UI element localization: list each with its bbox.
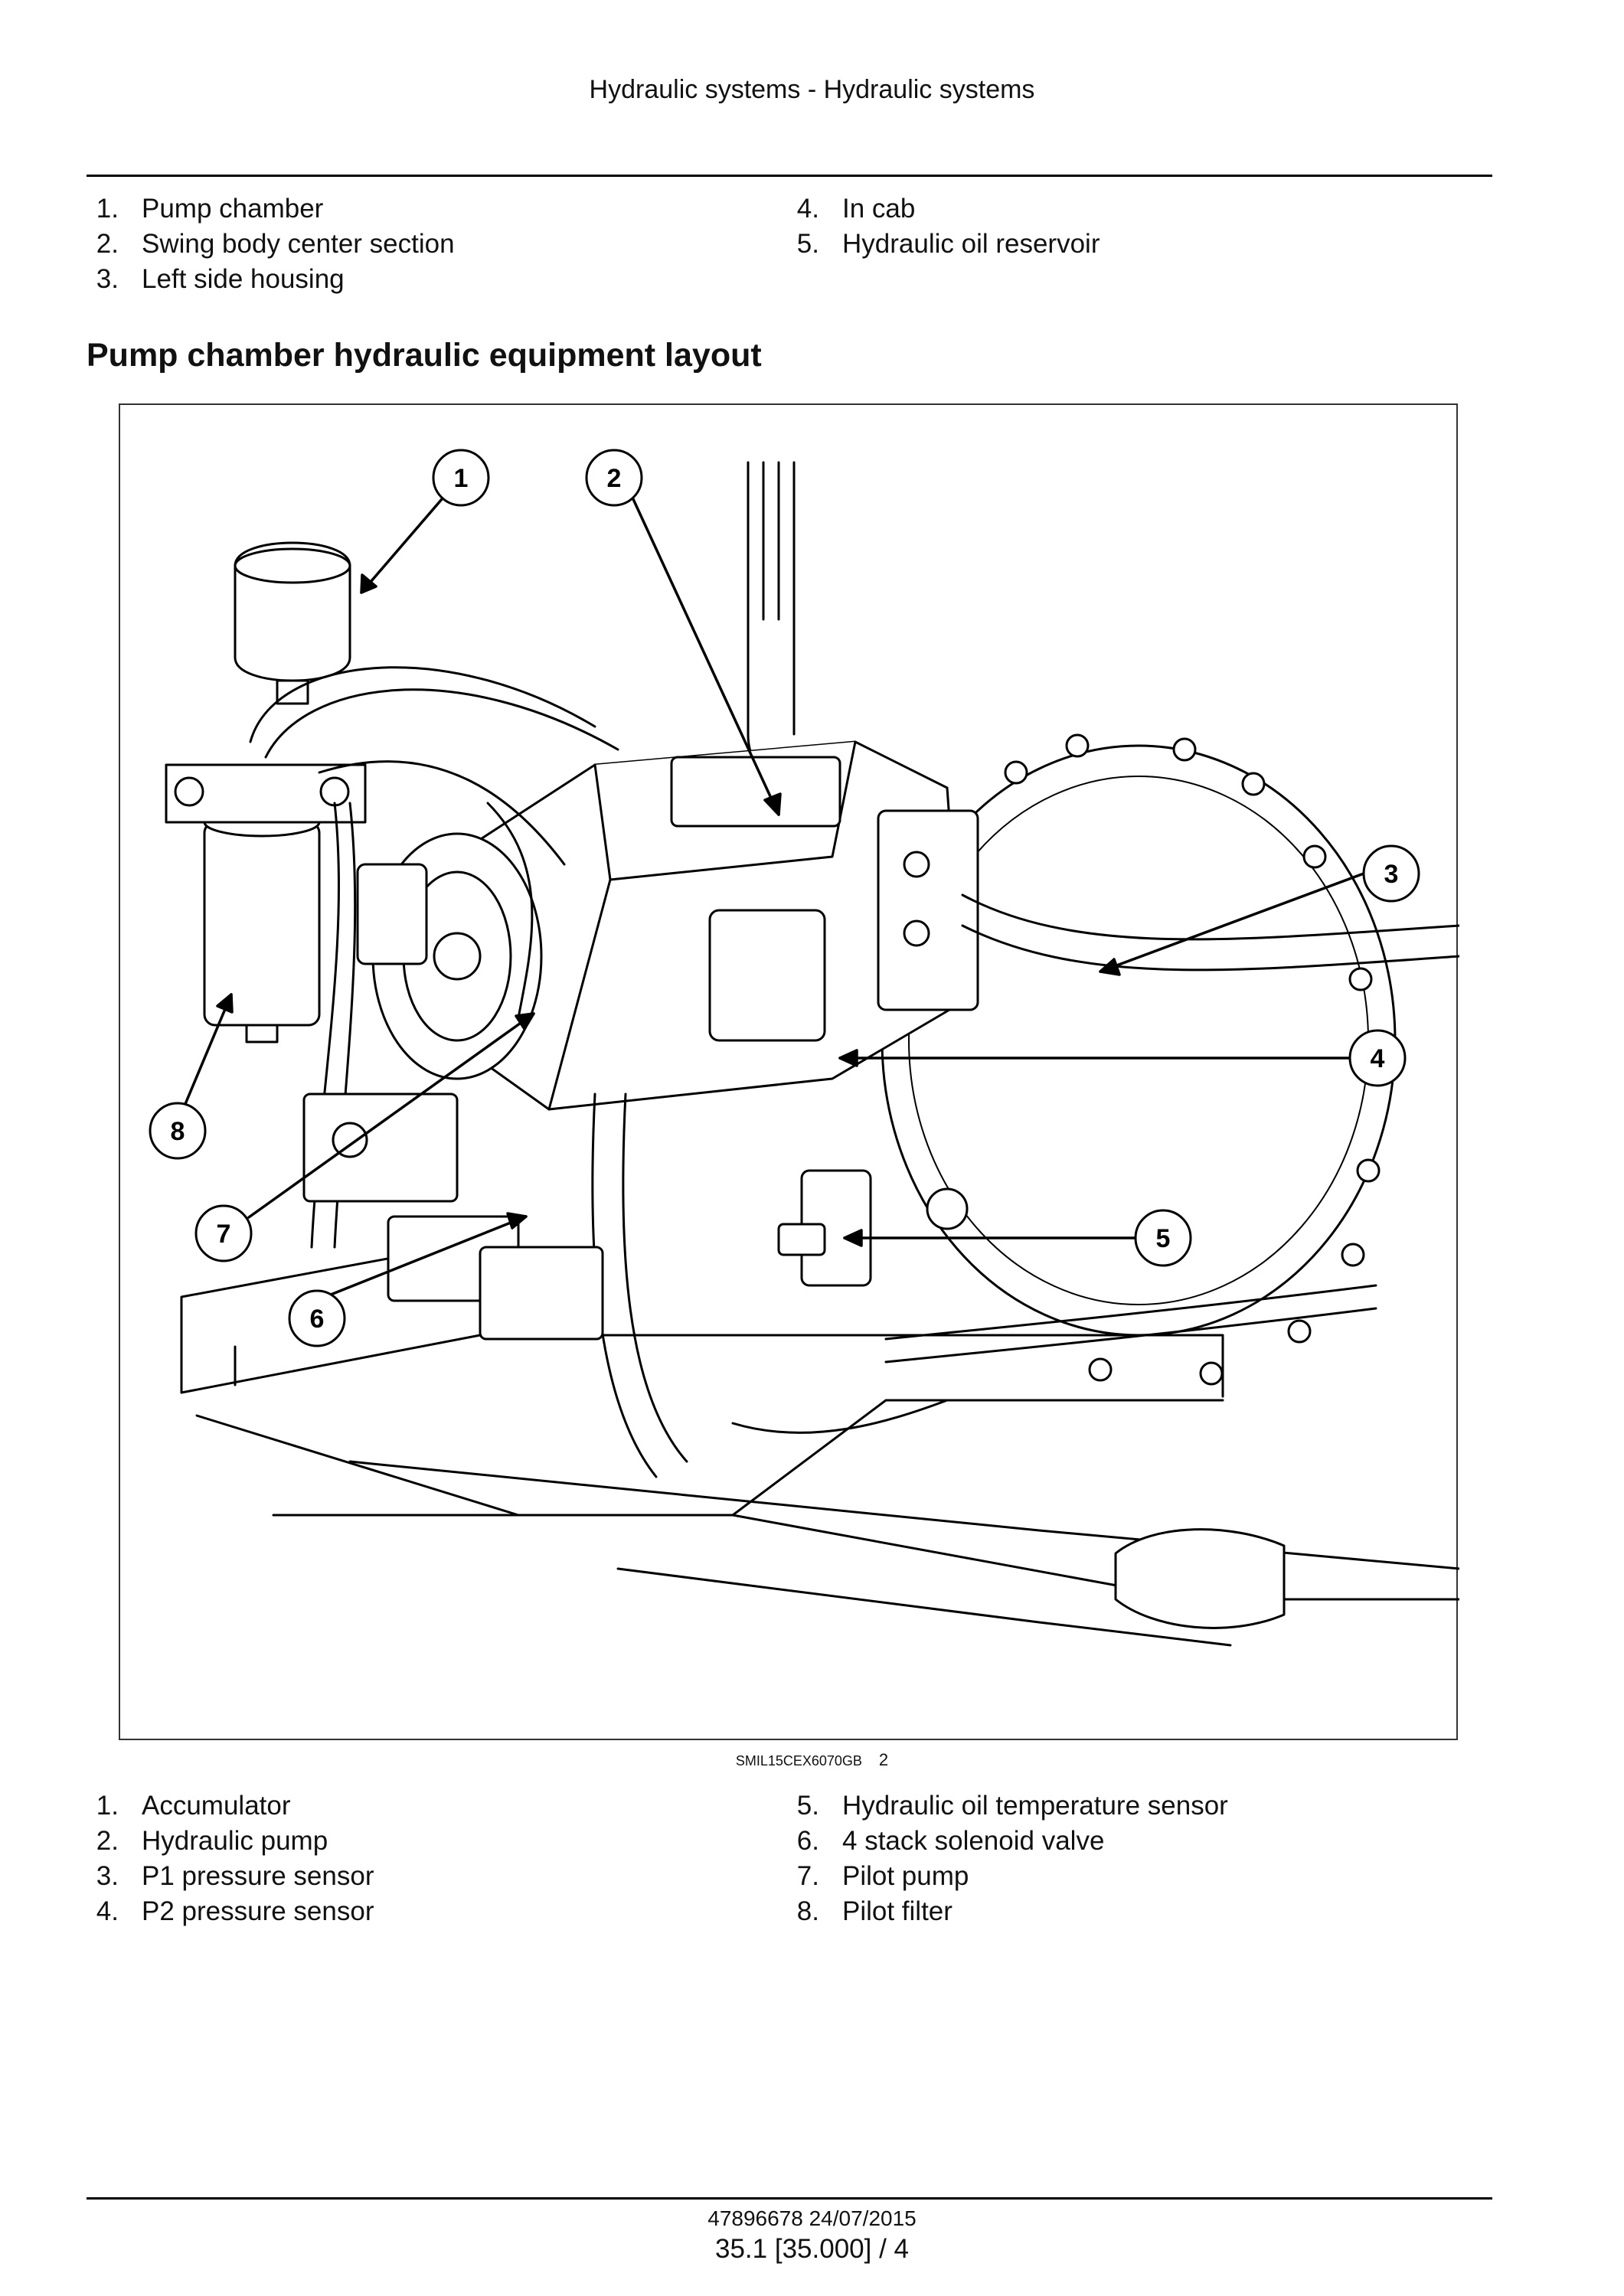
svg-text:5: 5 [1156,1224,1171,1253]
callout-3: 3 [1362,844,1420,903]
callouts: 1 2 3 4 5 6 7 [149,449,1420,1347]
footer-rule [87,2197,1492,2200]
legend-item: 3.Left side housing [96,264,345,294]
callout-6: 6 [288,1289,346,1347]
legend-item: 2.Swing body center section [96,229,455,259]
legend-item: 3.P1 pressure sensor [96,1861,374,1891]
callout-5: 5 [1134,1209,1192,1267]
legend-item: 7.Pilot pump [796,1861,969,1891]
footer-page-number: 35.1 [35.000] / 4 [715,2234,909,2264]
upper-pipe [747,461,796,777]
legend-item: 1.Pump chamber [96,194,324,224]
legend-item: 1.Accumulator [96,1791,291,1821]
callout-2: 2 [585,449,643,507]
svg-text:1: 1 [454,464,469,493]
legend-item: 6.4 stack solenoid valve [796,1826,1105,1856]
base-frame [180,1246,1459,1647]
legend-item: 4.P2 pressure sensor [96,1896,374,1926]
figure-number: 2 [878,1750,889,1769]
legend-top-right: 4.In cab 5.Hydraulic oil reservoir [787,191,1100,262]
legend-bottom-left: 1.Accumulator 2.Hydraulic pump 3.P1 pres… [87,1788,374,1929]
legend-item: 2.Hydraulic pump [96,1826,328,1856]
running-header: Hydraulic systems - Hydraulic systems [589,75,1035,104]
valve-blocks [302,1092,1286,1629]
legend-item: 5.Hydraulic oil reservoir [796,229,1100,259]
accumulator-shape [234,541,351,705]
svg-text:6: 6 [310,1305,325,1334]
svg-text:4: 4 [1371,1044,1385,1073]
legend-item: 5.Hydraulic oil temperature sensor [796,1791,1228,1821]
callout-1: 1 [432,449,490,507]
figure-caption: SMIL15CEX6070GB 2 [0,1750,1624,1770]
section-title: Pump chamber hydraulic equipment layout [87,337,762,374]
svg-text:8: 8 [171,1117,185,1146]
hoses [249,666,1459,1478]
callout-4: 4 [1348,1029,1407,1087]
leader-lines [184,498,1365,1296]
callout-8: 8 [149,1102,207,1160]
footer-doc-id: 47896678 24/07/2015 [707,2206,917,2230]
figure-code: SMIL15CEX6070GB [735,1753,862,1769]
svg-text:7: 7 [217,1220,231,1249]
figure-frame: 1 2 3 4 5 6 7 [119,403,1459,1740]
callout-7: 7 [194,1204,253,1262]
svg-text:3: 3 [1384,860,1399,889]
legend-bottom-right: 5.Hydraulic oil temperature sensor 6.4 s… [787,1788,1228,1929]
header-rule [87,175,1492,177]
pump-chamber-illustration: 1 2 3 4 5 6 7 [149,449,1459,1647]
pilot-filter-shape [165,763,367,1043]
svg-text:2: 2 [607,464,622,493]
legend-top-left: 1.Pump chamber 2.Swing body center secti… [87,191,455,297]
legend-item: 4.In cab [796,194,916,224]
hydraulic-pump-shape [356,740,979,1111]
legend-item: 8.Pilot filter [796,1896,953,1926]
